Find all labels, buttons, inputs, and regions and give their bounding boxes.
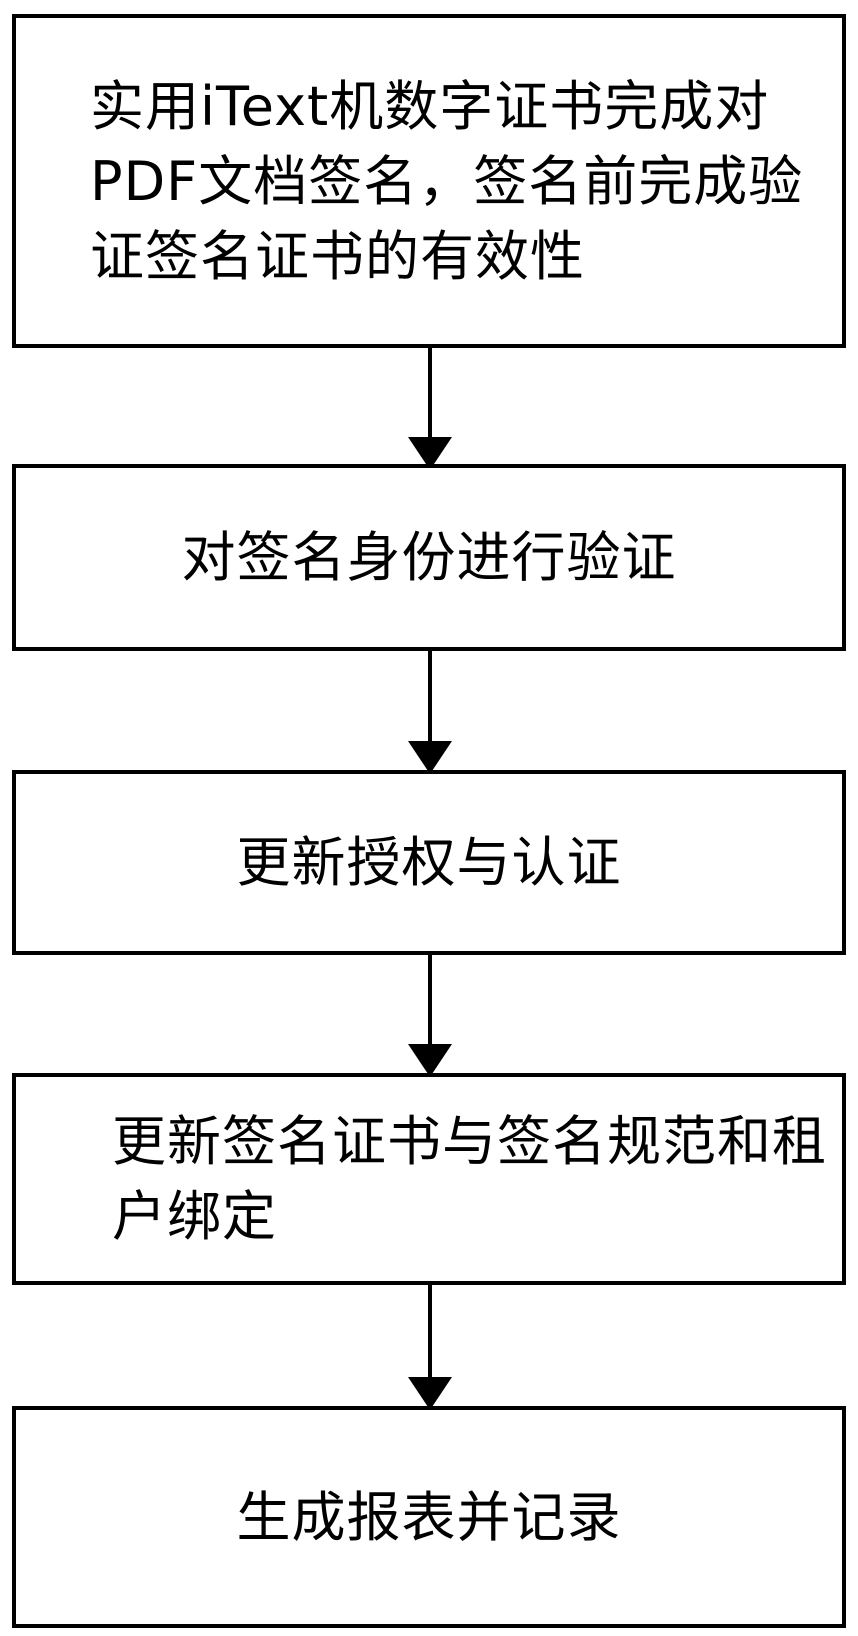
flow-arrow-4 [408, 1283, 452, 1410]
arrowhead-down-icon [408, 1377, 452, 1410]
flow-step-5-label: 生成报表并记录 [236, 1485, 622, 1549]
flow-step-4-label: 更新签名证书与签名规范和租 户绑定 [112, 1110, 827, 1248]
flow-step-2: 对签名身份进行验证 [12, 464, 846, 651]
arrowhead-down-icon [408, 741, 452, 774]
flow-step-2-label: 对签名身份进行验证 [181, 526, 677, 589]
flow-arrow-2 [408, 649, 452, 774]
flow-step-5: 生成报表并记录 [12, 1406, 846, 1628]
arrow-line [428, 953, 432, 1044]
flow-step-3-label: 更新授权与认证 [236, 831, 622, 894]
flow-step-4: 更新签名证书与签名规范和租 户绑定 [12, 1073, 846, 1285]
arrow-line [428, 346, 432, 437]
arrow-line [428, 1283, 432, 1377]
arrowhead-down-icon [408, 1044, 452, 1077]
flow-step-1: 实用iText机数字证书完成对 PDF文档签名，签名前完成验 证签名证书的有效性 [12, 14, 846, 348]
flow-arrow-3 [408, 953, 452, 1077]
flow-arrow-1 [408, 346, 452, 470]
arrow-line [428, 649, 432, 741]
flow-step-3: 更新授权与认证 [12, 770, 846, 955]
flow-step-1-label: 实用iText机数字证书完成对 PDF文档签名，签名前完成验 证签名证书的有效性 [90, 74, 804, 288]
